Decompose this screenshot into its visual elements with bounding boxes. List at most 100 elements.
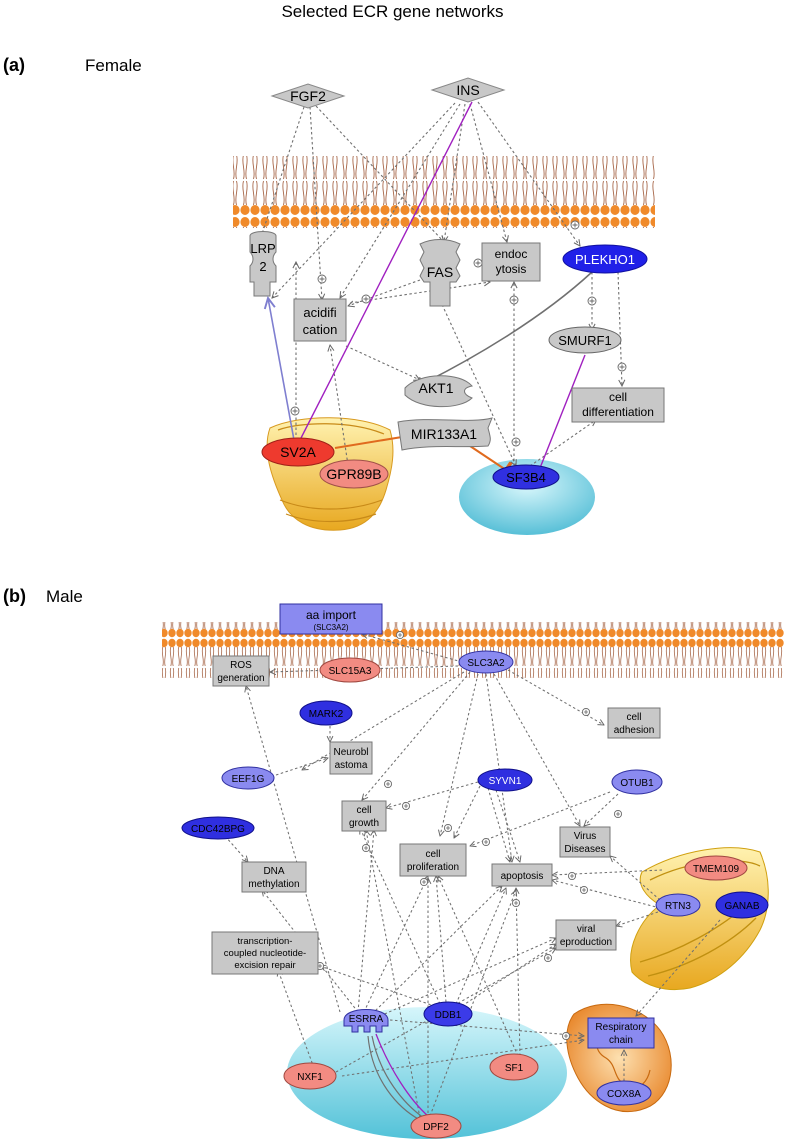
node-endocytosis[interactable]: endoc ytosis xyxy=(481,242,541,282)
node-dpf2[interactable]: DPF2 xyxy=(410,1113,462,1139)
svg-text:differentiation: differentiation xyxy=(582,405,654,419)
node-sv2a[interactable]: SV2A xyxy=(261,437,335,467)
node-tmem109[interactable]: TMEM109 xyxy=(684,855,748,881)
node-akt1[interactable]: AKT1 xyxy=(404,375,473,408)
panel-b-title: Male xyxy=(46,587,83,606)
svg-text:INS: INS xyxy=(456,82,479,98)
svg-text:coupled nucleotide-: coupled nucleotide- xyxy=(224,948,306,959)
panel-a-title: Female xyxy=(85,56,142,75)
svg-text:DDB1: DDB1 xyxy=(435,1010,462,1021)
svg-text:cell: cell xyxy=(356,805,371,816)
node-otub1[interactable]: OTUB1 xyxy=(611,769,663,795)
svg-text:AKT1: AKT1 xyxy=(418,380,453,396)
node-cox8a[interactable]: COX8A xyxy=(596,1080,652,1106)
node-cell-adhesion[interactable]: cell adhesion xyxy=(607,707,661,739)
node-slc15a3[interactable]: SLC15A3 xyxy=(319,657,381,683)
svg-text:apoptosis: apoptosis xyxy=(501,871,544,882)
plus-circle-icons-a xyxy=(290,220,627,447)
node-fgf2[interactable]: FGF2 xyxy=(270,83,346,109)
svg-text:growth: growth xyxy=(349,818,379,829)
svg-text:SLC3A2: SLC3A2 xyxy=(467,658,505,669)
svg-text:GPR89B: GPR89B xyxy=(326,466,381,482)
node-ros-generation[interactable]: ROS generation xyxy=(212,655,270,687)
node-apoptosis[interactable]: apoptosis xyxy=(491,863,553,887)
svg-text:endoc: endoc xyxy=(495,247,528,261)
svg-text:ROS: ROS xyxy=(230,660,252,671)
plus-circle-icons-b xyxy=(315,630,623,1041)
node-virus-diseases[interactable]: Virus Diseases xyxy=(559,826,611,858)
membrane-a xyxy=(233,156,655,228)
node-sf3b4[interactable]: SF3B4 xyxy=(492,464,560,490)
node-neuroblastoma[interactable]: Neurobl astoma xyxy=(329,741,373,775)
svg-text:adhesion: adhesion xyxy=(614,725,655,736)
node-smurf1[interactable]: SMURF1 xyxy=(548,326,622,354)
node-cell-proliferation[interactable]: cell proliferation xyxy=(399,843,467,877)
svg-text:LRP: LRP xyxy=(250,241,275,256)
node-ddb1[interactable]: DDB1 xyxy=(423,1001,473,1027)
svg-text:CDC42BPG: CDC42BPG xyxy=(191,824,245,835)
node-dna-methylation[interactable]: DNA methylation xyxy=(241,861,307,893)
svg-text:cell: cell xyxy=(609,390,627,404)
svg-text:aa import: aa import xyxy=(306,608,357,622)
svg-text:cell: cell xyxy=(626,712,641,723)
svg-text:eproduction: eproduction xyxy=(560,937,612,948)
node-esrra[interactable]: ESRRA xyxy=(343,1009,389,1033)
svg-text:DNA: DNA xyxy=(263,866,284,877)
node-respiratory-chain[interactable]: Respiratory chain xyxy=(587,1017,655,1049)
panel-a-label: (a) xyxy=(3,55,25,75)
svg-text:proliferation: proliferation xyxy=(407,862,459,873)
edges-b xyxy=(224,634,721,1119)
svg-text:PLEKHO1: PLEKHO1 xyxy=(575,252,635,267)
svg-text:Neurobl: Neurobl xyxy=(333,747,368,758)
node-syvn1[interactable]: SYVN1 xyxy=(477,768,533,792)
svg-text:chain: chain xyxy=(609,1035,633,1046)
node-aa-import[interactable]: aa import (SLC3A2) xyxy=(279,603,383,635)
node-cell-growth[interactable]: cell growth xyxy=(341,800,387,832)
node-mir133a1[interactable]: MIR133A1 xyxy=(397,417,493,451)
svg-text:Diseases: Diseases xyxy=(564,844,605,855)
node-tcner[interactable]: transcription- coupled nucleotide- excis… xyxy=(211,931,319,975)
svg-text:SLC15A3: SLC15A3 xyxy=(329,666,372,677)
svg-text:methylation: methylation xyxy=(248,879,299,890)
svg-text:FAS: FAS xyxy=(427,264,453,280)
node-plekho1[interactable]: PLEKHO1 xyxy=(562,244,648,274)
node-cdc42bpg[interactable]: CDC42BPG xyxy=(181,816,255,840)
node-lrp2[interactable]: LRP 2 xyxy=(249,231,277,297)
node-sf1[interactable]: SF1 xyxy=(489,1053,539,1081)
svg-text:FGF2: FGF2 xyxy=(290,88,326,104)
node-ganab[interactable]: GANAB xyxy=(715,891,769,919)
node-viral-reproduction[interactable]: viral eproduction xyxy=(555,919,617,951)
node-gpr89b[interactable]: GPR89B xyxy=(319,459,389,489)
figure-title: Selected ECR gene networks xyxy=(281,2,504,21)
node-ins[interactable]: INS xyxy=(430,77,506,103)
svg-text:SYVN1: SYVN1 xyxy=(489,776,522,787)
node-slc3a2[interactable]: SLC3A2 xyxy=(458,650,514,674)
svg-text:DPF2: DPF2 xyxy=(423,1122,449,1133)
node-cell-differentiation[interactable]: cell differentiation xyxy=(571,387,665,423)
node-rtn3[interactable]: RTN3 xyxy=(655,893,701,917)
svg-text:Respiratory: Respiratory xyxy=(595,1022,646,1033)
panel-a: FGF2 INS LRP 2 FAS endoc ytosis PLEKHO1 … xyxy=(233,77,665,535)
svg-text:astoma: astoma xyxy=(335,760,368,771)
svg-text:viral: viral xyxy=(577,924,595,935)
panel-b: aa import (SLC3A2) ROS generation SLC15A… xyxy=(162,603,784,1139)
svg-text:cation: cation xyxy=(303,322,338,337)
svg-text:transcription-: transcription- xyxy=(238,936,293,947)
svg-text:ESRRA: ESRRA xyxy=(349,1014,384,1025)
node-eef1g[interactable]: EEF1G xyxy=(221,766,275,790)
node-fas[interactable]: FAS xyxy=(419,239,461,307)
svg-text:MARK2: MARK2 xyxy=(309,709,344,720)
svg-text:OTUB1: OTUB1 xyxy=(620,778,654,789)
node-mark2[interactable]: MARK2 xyxy=(299,700,353,726)
node-nxf1[interactable]: NXF1 xyxy=(283,1062,337,1090)
svg-text:NXF1: NXF1 xyxy=(297,1072,323,1083)
svg-text:GANAB: GANAB xyxy=(724,901,759,912)
svg-text:excision repair: excision repair xyxy=(234,960,295,971)
svg-text:TMEM109: TMEM109 xyxy=(693,864,740,875)
svg-text:MIR133A1: MIR133A1 xyxy=(411,426,477,442)
node-acidification[interactable]: acidifi cation xyxy=(293,298,347,342)
svg-text:SF3B4: SF3B4 xyxy=(506,470,546,485)
svg-text:generation: generation xyxy=(217,673,264,684)
svg-text:EEF1G: EEF1G xyxy=(232,774,265,785)
